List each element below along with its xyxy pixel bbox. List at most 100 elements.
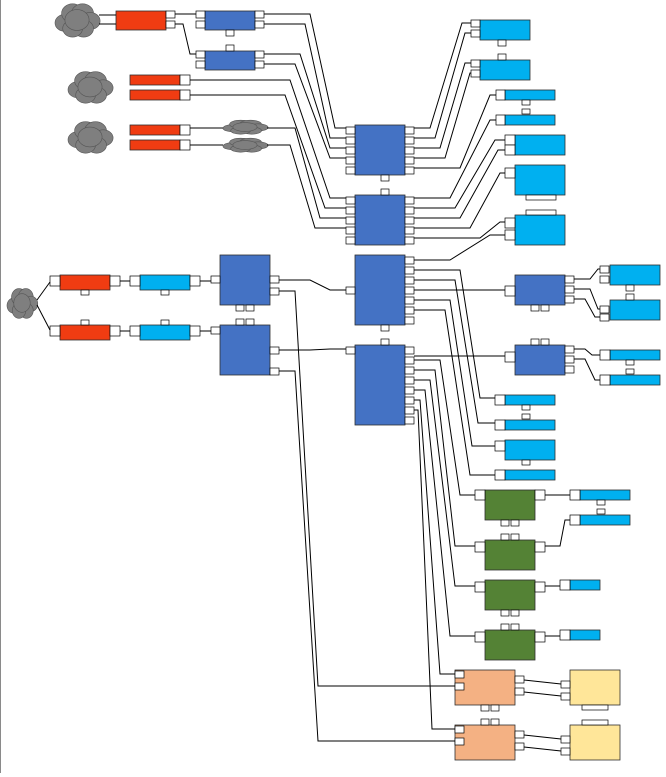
port — [189, 275, 201, 287]
port — [454, 737, 465, 746]
port — [345, 166, 356, 175]
port — [596, 499, 606, 506]
cloud-icon-1 — [54, 3, 101, 38]
link-line — [414, 359, 475, 496]
link-line — [279, 370, 455, 742]
port — [625, 293, 635, 301]
port — [525, 209, 557, 216]
port — [454, 725, 465, 734]
port — [494, 469, 506, 481]
green-device-3 — [484, 579, 536, 611]
red-device-2 — [129, 74, 181, 86]
port — [404, 266, 415, 275]
port — [380, 338, 390, 346]
link-line — [414, 369, 475, 547]
cloud-icon-3 — [67, 121, 114, 154]
port — [504, 285, 516, 297]
link-line — [574, 358, 600, 381]
blue-device-2 — [204, 50, 256, 71]
port — [495, 114, 506, 126]
link-line — [264, 13, 346, 129]
port — [109, 325, 121, 337]
port — [510, 609, 520, 617]
port — [80, 289, 90, 296]
port — [564, 345, 575, 354]
port — [490, 704, 500, 712]
core-switch-4 — [354, 344, 406, 426]
port — [380, 324, 390, 332]
cloud-icon-6 — [6, 288, 39, 319]
core-switch-2 — [354, 194, 406, 246]
cyan-device-1 — [479, 19, 531, 41]
port — [404, 256, 415, 265]
port — [189, 325, 201, 337]
port — [404, 366, 415, 375]
port — [345, 156, 356, 165]
link-line — [190, 79, 346, 199]
port — [599, 305, 610, 314]
port — [269, 367, 280, 376]
port — [195, 10, 206, 19]
port — [345, 226, 356, 235]
link-line — [36, 281, 51, 301]
port — [480, 718, 490, 726]
cyan-device-20 — [569, 579, 601, 591]
cloud-icon-4 — [222, 119, 269, 135]
port — [540, 338, 550, 346]
port — [470, 19, 481, 28]
link-line — [414, 234, 505, 261]
port — [404, 276, 415, 285]
port — [581, 719, 609, 726]
cyan-device-7 — [514, 214, 566, 246]
port — [564, 365, 575, 374]
port — [560, 692, 571, 701]
port — [559, 579, 571, 591]
port — [494, 419, 506, 431]
red-device-4 — [129, 124, 181, 136]
cyan-device-3 — [504, 89, 556, 101]
port — [404, 156, 415, 165]
port — [179, 139, 191, 151]
blue-device-3 — [219, 254, 271, 306]
port — [160, 289, 170, 296]
link-line — [523, 691, 562, 697]
port — [534, 541, 546, 553]
cloud-icon-5 — [222, 137, 269, 153]
port — [404, 376, 415, 385]
port — [494, 440, 506, 452]
cyan-device-16 — [504, 439, 556, 461]
port — [625, 368, 635, 375]
cloud-blob — [77, 126, 103, 148]
port — [559, 629, 571, 641]
port — [179, 74, 191, 86]
link-line — [267, 144, 346, 229]
port — [530, 338, 540, 346]
port — [210, 275, 221, 284]
link-line — [414, 94, 496, 169]
cloud-blob — [232, 122, 258, 132]
port — [510, 623, 520, 631]
port — [596, 508, 606, 515]
port — [521, 459, 531, 466]
port — [195, 20, 206, 29]
blue-device-1 — [204, 10, 256, 31]
port — [454, 670, 465, 679]
port — [560, 735, 571, 744]
yellow-device-1 — [569, 669, 621, 706]
cyan-device-10 — [609, 264, 661, 286]
cyan-device-11 — [609, 299, 661, 321]
port — [165, 20, 176, 29]
link-line — [574, 288, 600, 310]
cloud-blob — [77, 76, 103, 98]
cyan-device-13 — [609, 374, 661, 386]
cyan-device-8 — [139, 274, 191, 291]
port — [109, 275, 121, 287]
port — [581, 704, 609, 711]
link-line — [574, 268, 600, 280]
port — [510, 533, 520, 541]
port — [195, 50, 206, 59]
port — [497, 53, 507, 61]
cloud-icon-2 — [67, 71, 114, 104]
port — [380, 188, 390, 196]
